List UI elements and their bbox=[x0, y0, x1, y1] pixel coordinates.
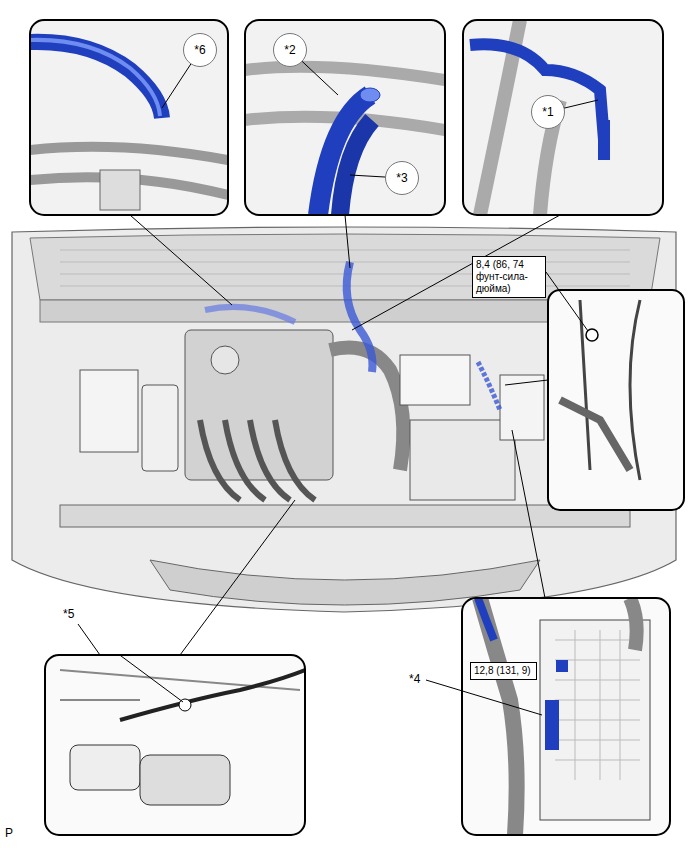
inset-hose-3 bbox=[463, 20, 663, 215]
callout-text: P bbox=[5, 826, 13, 840]
callout-label: P bbox=[4, 826, 14, 840]
torque-value: 12,8 (131, 9) bbox=[474, 665, 533, 677]
torque-value: 8,4 (86, 74 фунт-сила-дюйма) bbox=[476, 259, 542, 295]
callout-leader bbox=[78, 655, 183, 702]
harness bbox=[560, 400, 630, 470]
oil-cap bbox=[211, 346, 239, 374]
fuse-grid bbox=[555, 630, 640, 780]
inset-ground bbox=[463, 20, 663, 215]
battery bbox=[410, 420, 515, 500]
torque-box: 12,8 (131, 9) bbox=[470, 662, 537, 680]
air-cleaner bbox=[400, 355, 470, 405]
callout-circle: *3 bbox=[385, 161, 419, 195]
hose bbox=[340, 120, 372, 215]
connector bbox=[100, 170, 140, 210]
inset-frame bbox=[30, 20, 228, 215]
hose-highlight bbox=[205, 307, 295, 322]
inset-starter bbox=[45, 655, 305, 835]
reservoir bbox=[142, 385, 178, 471]
callout-number: *1 bbox=[542, 105, 553, 119]
inset-leader bbox=[512, 430, 545, 598]
radiator-support bbox=[60, 505, 630, 527]
torque-box: 8,4 (86, 74 фунт-сила-дюйма) bbox=[472, 256, 546, 298]
callout-circle: *2 bbox=[273, 33, 307, 67]
inset-ground bbox=[462, 598, 670, 835]
callout-circle: *1 bbox=[531, 95, 565, 129]
starter-solenoid bbox=[70, 745, 140, 790]
inset-frame bbox=[548, 290, 684, 510]
terminal bbox=[545, 700, 559, 750]
exhaust-manifold bbox=[200, 420, 315, 500]
inset-ground bbox=[45, 655, 305, 835]
inset-frame bbox=[462, 598, 670, 835]
callout-label: *4 bbox=[408, 672, 421, 686]
callout-circle: *6 bbox=[183, 33, 217, 67]
inset-ground bbox=[30, 20, 228, 215]
hose-shine bbox=[30, 40, 160, 116]
nut bbox=[556, 660, 568, 672]
inset-frame bbox=[45, 655, 305, 835]
hose-end bbox=[360, 88, 380, 102]
hose-highlight bbox=[347, 262, 373, 372]
inset-fuse-box bbox=[462, 598, 670, 835]
callout-label: *5 bbox=[62, 607, 75, 621]
intake-duct bbox=[330, 348, 403, 471]
cable bbox=[580, 300, 640, 480]
inset-leader bbox=[352, 215, 560, 330]
callout-leader bbox=[426, 680, 542, 715]
hose-clip bbox=[598, 120, 610, 160]
inset-frame bbox=[245, 20, 445, 215]
callout-number: *2 bbox=[284, 43, 295, 57]
inset-hose-1 bbox=[30, 20, 228, 215]
cable-sheath bbox=[480, 598, 517, 835]
inset-ground bbox=[245, 20, 445, 215]
inset-leader bbox=[180, 500, 295, 655]
inset-ground-cable bbox=[548, 290, 684, 510]
callout-leader bbox=[78, 624, 100, 655]
cable bbox=[478, 598, 494, 640]
callout-text: *5 bbox=[63, 607, 74, 621]
cable-sheath bbox=[630, 598, 637, 650]
torque-leader bbox=[546, 272, 588, 331]
callout-number: *6 bbox=[194, 43, 205, 57]
inset-hose-2 bbox=[245, 20, 445, 215]
inset-leader bbox=[345, 215, 350, 268]
fuse-box bbox=[80, 370, 138, 452]
callout-number: *3 bbox=[396, 171, 407, 185]
starter-cable bbox=[120, 670, 305, 720]
inset-frame bbox=[463, 20, 663, 215]
hose bbox=[470, 44, 604, 140]
inset-leader bbox=[130, 215, 232, 305]
inset-ground bbox=[548, 290, 684, 510]
inset-leader bbox=[505, 380, 548, 385]
callout-text: *4 bbox=[409, 672, 420, 686]
starter-motor bbox=[140, 755, 230, 805]
cable-highlight bbox=[478, 362, 500, 410]
fuse-block bbox=[540, 620, 650, 820]
